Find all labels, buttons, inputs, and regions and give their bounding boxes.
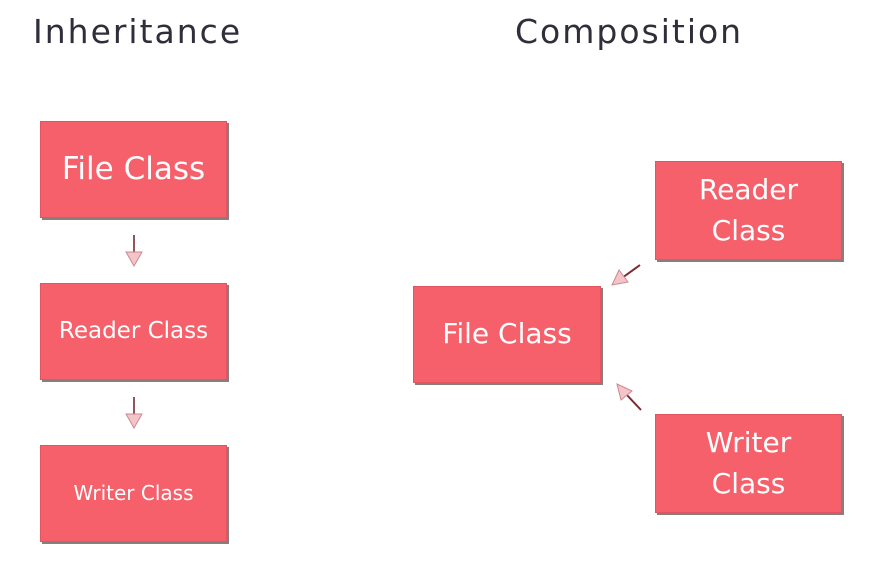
composition-reader-class-box: Reader Class — [655, 161, 842, 260]
inheritance-reader-class-label: Reader Class — [58, 317, 209, 344]
composition-reader-class-label-line1: Reader — [698, 172, 799, 206]
composition-file-class-box: File Class — [413, 286, 601, 383]
composition-file-class-label: File Class — [442, 317, 572, 351]
composition-arrow-writer-to-file — [616, 383, 642, 411]
inheritance-arrow-file-to-reader — [125, 235, 143, 268]
inheritance-file-class-label: File Class — [61, 151, 206, 188]
inheritance-writer-class-box: Writer Class — [40, 445, 227, 542]
composition-writer-class-label-line1: Writer — [705, 425, 792, 459]
inheritance-arrow-reader-to-writer — [125, 397, 143, 430]
composition-writer-class-label-line2: Class — [711, 466, 786, 500]
composition-writer-class-box: Writer Class — [655, 414, 842, 513]
inheritance-reader-class-box: Reader Class — [40, 283, 227, 380]
inheritance-writer-class-label: Writer Class — [73, 481, 194, 505]
inheritance-file-class-box: File Class — [40, 121, 227, 218]
composition-reader-class-label-line2: Class — [711, 213, 786, 247]
composition-arrow-reader-to-file — [611, 264, 641, 286]
inheritance-heading: Inheritance — [33, 12, 243, 51]
composition-heading: Composition — [515, 12, 744, 51]
